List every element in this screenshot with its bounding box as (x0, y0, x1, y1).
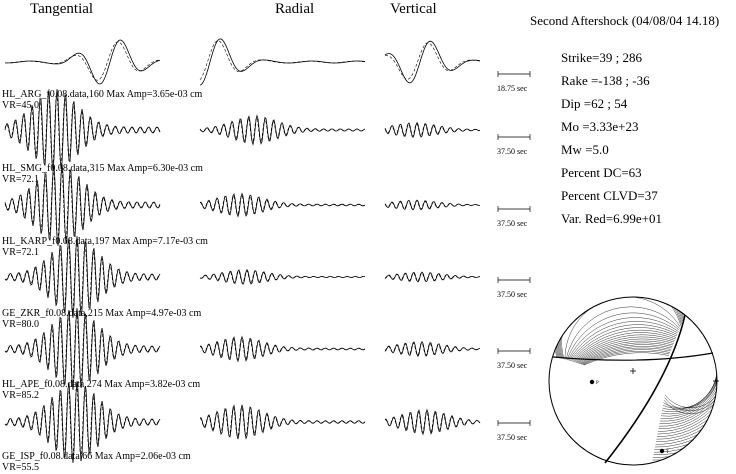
axis-markers (630, 368, 719, 384)
column-header-radial: Radial (275, 1, 315, 17)
column-header-vertical: Vertical (390, 1, 437, 17)
waveform-vertical-syn-1 (384, 123, 481, 137)
waveform-vertical-obs-1 (384, 121, 480, 139)
waveform-tangential-obs-1 (4, 89, 161, 171)
variance-reduction-karp: VR=72.1 (2, 247, 40, 258)
param-clvd: Percent CLVD=37 (561, 188, 658, 203)
compressional-quadrant-hatching (553, 297, 717, 465)
waveform-radial-syn-2 (199, 194, 366, 216)
scale-label-ape: 37.50 sec (497, 361, 528, 370)
column-header-tangential: Tangential (30, 1, 94, 17)
waveform-panel (4, 38, 531, 463)
waveform-vertical-syn-0 (384, 42, 481, 80)
scale-label-arg: 18.75 sec (497, 84, 528, 93)
scale-label-zkr: 37.50 sec (497, 290, 528, 299)
variance-reduction-smg: VR=72.1 (2, 174, 40, 185)
time-scale-bar-3 (497, 277, 531, 283)
waveform-vertical-syn-2 (384, 200, 481, 210)
waveform-vertical-obs-2 (384, 199, 480, 211)
p-axis-marker (589, 379, 595, 385)
waveform-radial-syn-5 (199, 406, 366, 438)
variance-reduction-arg: VR=45.0 (2, 100, 40, 111)
figure-title: Second Aftershock (04/08/04 14.18) (530, 13, 720, 28)
waveform-vertical-syn-3 (384, 272, 481, 282)
station-label-ape: HL_APE_f0.08.data,274 Max Amp=3.82e-03 c… (2, 379, 201, 390)
waveform-radial-syn-4 (199, 338, 366, 361)
waveform-tangential-syn-4 (4, 314, 161, 384)
waveform-tangential-obs-4 (4, 308, 161, 390)
param-var-red: Var. Red=6.99e+01 (561, 211, 662, 226)
svg-text:T: T (666, 450, 669, 455)
waveform-tangential-obs-2 (4, 164, 161, 246)
param-rake: Rake =-138 ; -36 (561, 73, 650, 88)
focal-mechanism-beachball: P T (548, 296, 719, 466)
variance-reduction-isp: VR=55.5 (2, 462, 40, 473)
time-scale-bar-5 (497, 420, 531, 426)
waveform-tangential-obs-0 (5, 39, 161, 85)
waveform-radial-syn-0 (199, 40, 366, 80)
station-label-arg: HL_ARG_f0.08.data,160 Max Amp=3.65e-03 c… (2, 89, 203, 100)
waveform-traces (4, 38, 481, 463)
scale-label-isp: 37.50 sec (497, 433, 528, 442)
time-scale-bar-1 (497, 134, 531, 140)
svg-text:P: P (596, 381, 599, 386)
station-label-isp: GE_ISP_f0.08.data,66 Max Amp=2.06e-03 cm (2, 451, 191, 462)
nodal-plane-1 (604, 314, 686, 464)
waveform-vertical-obs-4 (384, 340, 481, 358)
beachball-outline (548, 296, 718, 466)
waveform-tangential-obs-3 (4, 236, 161, 318)
scale-label-karp: 37.50 sec (497, 219, 528, 228)
variance-reduction-zkr: VR=80.0 (2, 319, 40, 330)
param-dip: Dip =62 ; 54 (561, 96, 628, 111)
waveform-tangential-syn-1 (4, 95, 161, 165)
station-label-karp: HL_KARP_f0.08.data,197 Max Amp=7.17e-03 … (2, 236, 208, 247)
waveform-tangential-syn-3 (4, 242, 161, 312)
waveform-radial-obs-1 (199, 114, 366, 146)
nodal-plane-2 (552, 352, 714, 361)
param-dc: Percent DC=63 (561, 165, 642, 180)
time-scale-bars (497, 71, 531, 426)
variance-reduction-ape: VR=85.2 (2, 390, 40, 401)
waveform-vertical-syn-4 (384, 342, 481, 356)
param-strike: Strike=39 ; 286 (561, 50, 642, 65)
waveform-vertical-obs-0 (384, 40, 481, 84)
param-mo: Mo =3.33e+23 (561, 119, 639, 134)
waveform-radial-syn-3 (199, 270, 366, 284)
waveform-tangential-obs-5 (4, 381, 161, 463)
station-label-smg: HL_SMG_f0.08.data,315 Max Amp=6.30e-03 c… (2, 163, 203, 174)
waveform-radial-obs-2 (199, 192, 366, 218)
station-label-zkr: GE_ZKR_f0.08.data,215 Max Amp=4.97e-03 c… (2, 308, 202, 319)
time-scale-bar-2 (497, 206, 531, 212)
scale-label-smg: 37.50 sec (497, 147, 528, 156)
waveform-radial-obs-3 (199, 268, 366, 286)
waveform-vertical-syn-5 (384, 411, 481, 434)
param-mw: Mw =5.0 (561, 142, 609, 157)
waveform-radial-obs-5 (199, 404, 366, 440)
waveform-radial-obs-0 (199, 38, 366, 86)
waveform-tangential-syn-0 (5, 41, 161, 81)
time-scale-bar-4 (497, 348, 531, 354)
t-axis-marker (659, 448, 665, 454)
waveform-vertical-obs-5 (384, 408, 481, 436)
waveform-radial-syn-1 (199, 117, 366, 143)
waveform-tangential-syn-5 (4, 387, 161, 457)
time-scale-bar-0 (497, 71, 531, 77)
